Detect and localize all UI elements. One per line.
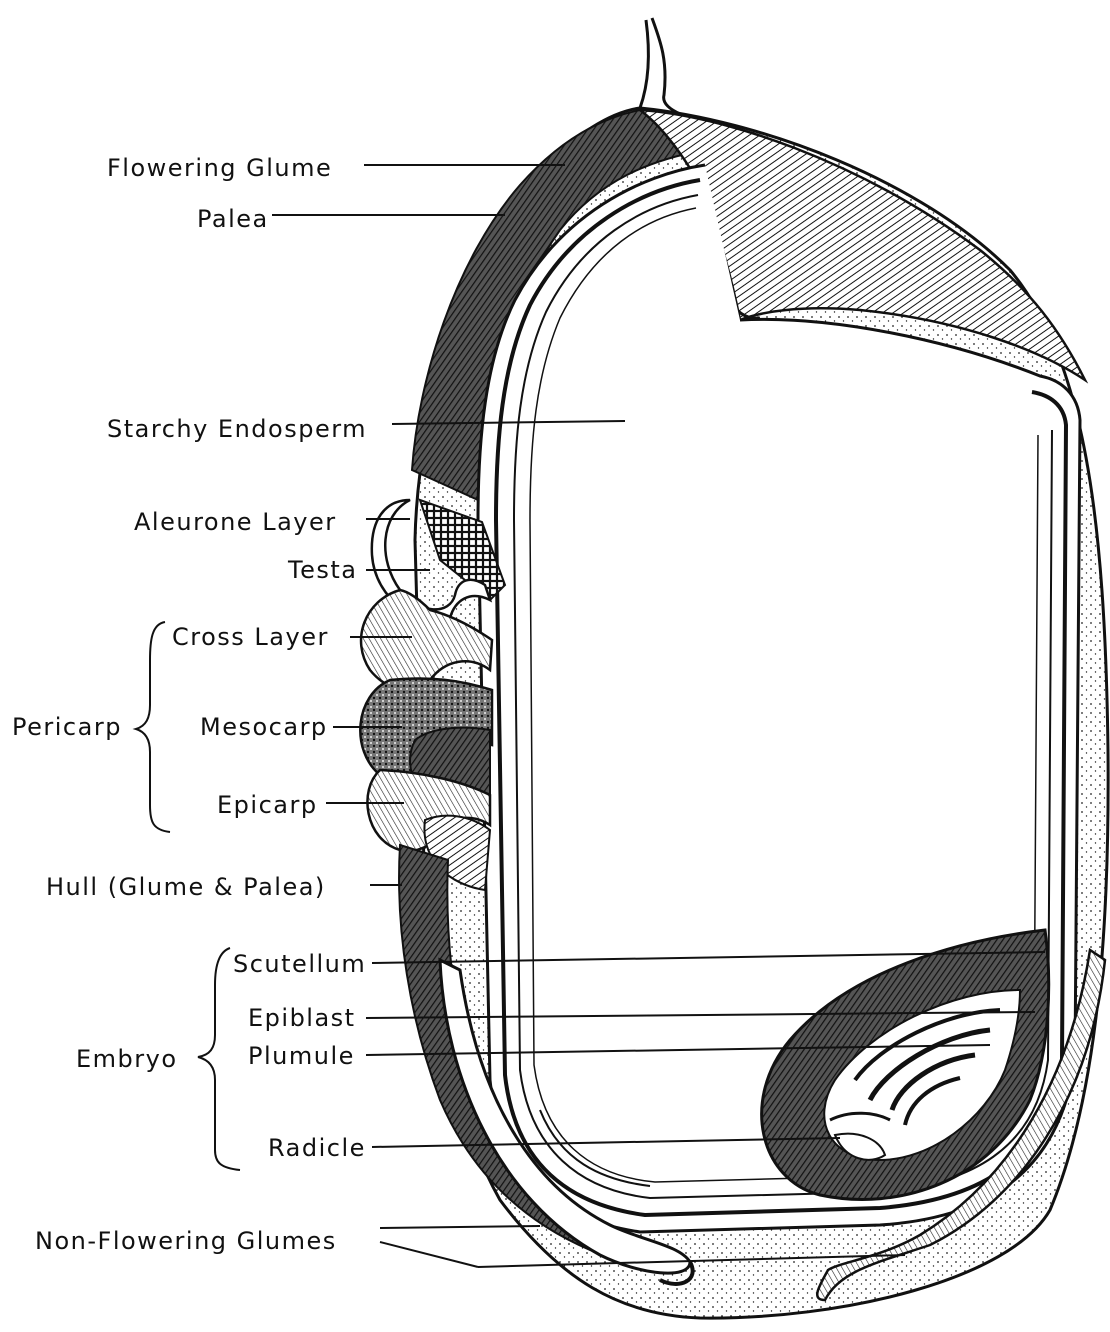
label-pericarp: Pericarp bbox=[12, 713, 122, 741]
pericarp-brace bbox=[136, 622, 170, 832]
label-scutellum: Scutellum bbox=[233, 950, 366, 978]
label-aleurone-layer: Aleurone Layer bbox=[134, 508, 337, 536]
labels: Flowering Glume Palea Starchy Endosperm … bbox=[12, 154, 367, 1255]
label-hull: Hull (Glume & Palea) bbox=[46, 873, 326, 901]
label-plumule: Plumule bbox=[248, 1042, 355, 1070]
label-non-flowering-glumes: Non-Flowering Glumes bbox=[35, 1227, 337, 1255]
label-flowering-glume: Flowering Glume bbox=[107, 154, 332, 182]
label-mesocarp: Mesocarp bbox=[200, 713, 328, 741]
label-testa: Testa bbox=[287, 556, 357, 584]
label-epiblast: Epiblast bbox=[248, 1004, 356, 1032]
label-embryo: Embryo bbox=[76, 1045, 178, 1073]
label-radicle: Radicle bbox=[268, 1134, 366, 1162]
label-epicarp: Epicarp bbox=[217, 791, 318, 819]
label-cross-layer: Cross Layer bbox=[172, 623, 329, 651]
label-starchy-endosperm: Starchy Endosperm bbox=[107, 415, 367, 443]
embryo-brace bbox=[198, 948, 240, 1170]
label-palea: Palea bbox=[197, 205, 269, 233]
grain-illustration bbox=[360, 18, 1108, 1318]
